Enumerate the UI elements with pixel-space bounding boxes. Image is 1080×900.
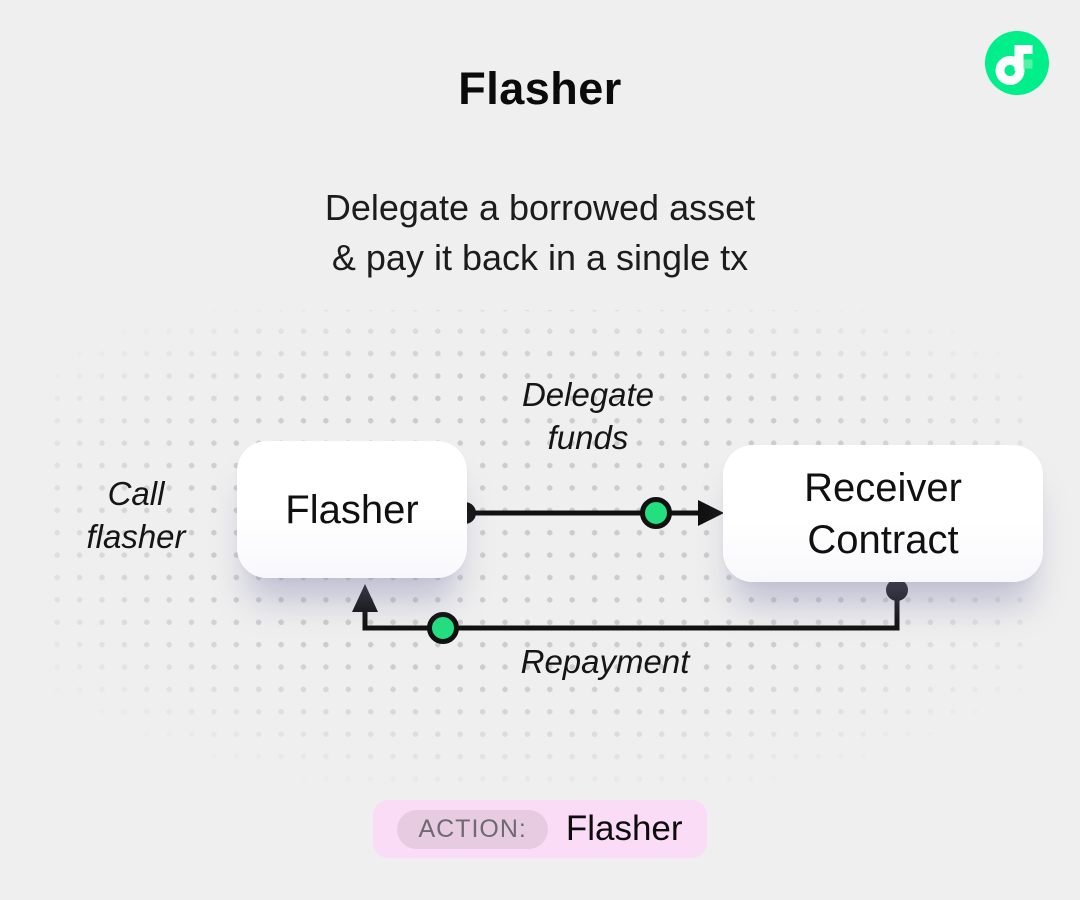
node-flasher: Flasher <box>237 441 467 578</box>
action-value: Flasher <box>565 809 683 848</box>
call-label-line-2: flasher <box>86 518 186 555</box>
delegate-funds-label: Delegate funds <box>458 373 718 459</box>
flow-logo-icon <box>985 31 1049 95</box>
node-receiver-contract: Receiver Contract <box>723 445 1043 582</box>
repayment-label: Repayment <box>460 640 750 683</box>
subtitle-line-1: Delegate a borrowed asset <box>324 187 756 228</box>
delegate-label-line-2: funds <box>547 419 629 456</box>
subtitle-line-2: & pay it back in a single tx <box>331 237 749 278</box>
node-receiver-line-1: Receiver <box>804 465 962 510</box>
call-flasher-label: Call flasher <box>38 472 234 558</box>
repayment-label-text: Repayment <box>520 643 690 680</box>
action-label-pill: ACTION: <box>397 809 548 849</box>
node-flasher-label: Flasher <box>285 487 419 532</box>
call-label-line-1: Call <box>107 475 165 512</box>
delegate-label-line-1: Delegate <box>521 376 655 413</box>
node-receiver-line-2: Contract <box>807 517 959 562</box>
node-receiver-label: Receiver Contract <box>804 462 962 566</box>
page-subtitle: Delegate a borrowed asset & pay it back … <box>0 183 1080 283</box>
action-badge: ACTION: Flasher <box>373 800 707 858</box>
page-title: Flasher <box>458 63 622 114</box>
